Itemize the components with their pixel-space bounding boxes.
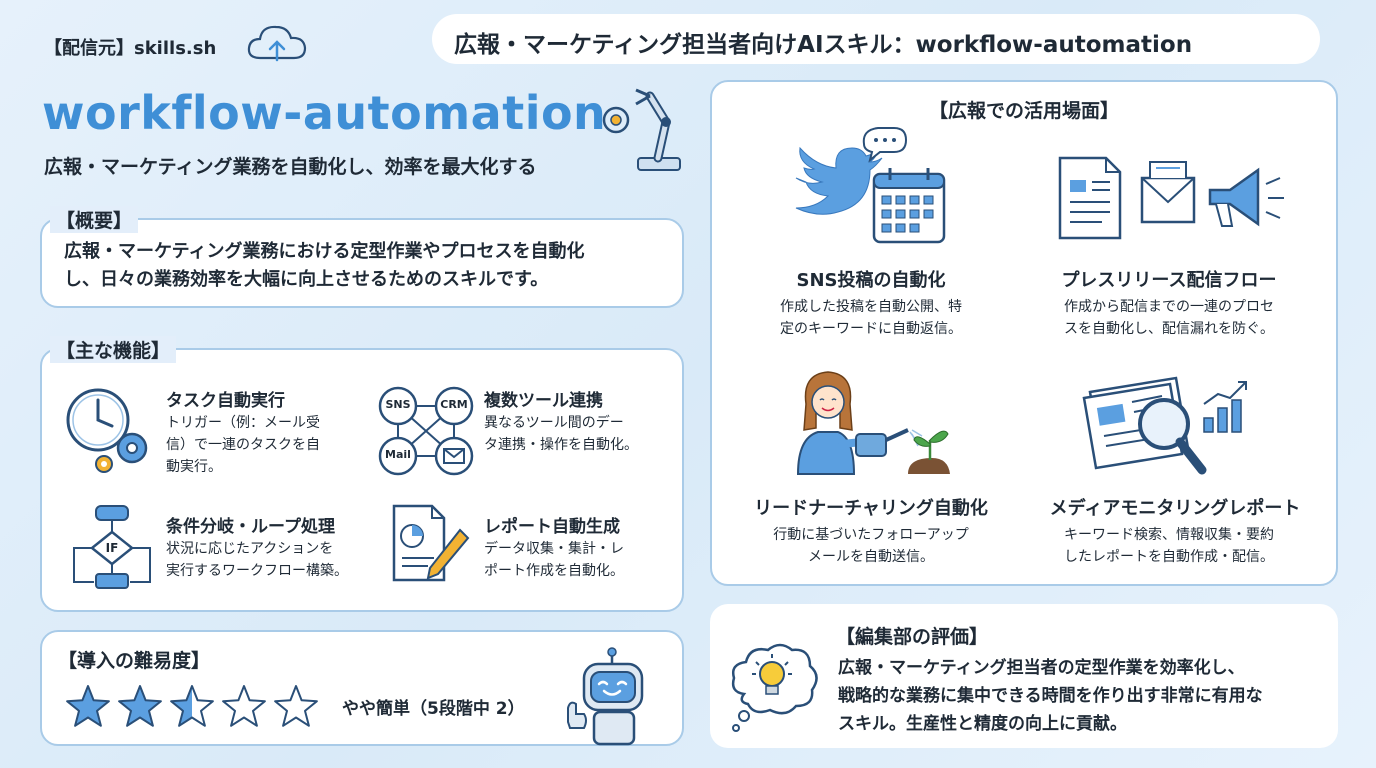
tool-network-icon — [378, 386, 474, 476]
rating-star — [66, 685, 110, 727]
tagline: 広報・マーケティング業務を自動化し、効率を最大化する — [44, 156, 537, 178]
use-case-desc-monitoring-1: キーワード検索、情報収集・要約 — [1064, 527, 1274, 543]
feature-title-branch: 条件分岐・ループ処理 — [166, 517, 335, 537]
feature-desc-branch-1: 状況に応じたアクションを — [166, 541, 334, 557]
difficulty-label: やや簡単（5段階中 2） — [342, 699, 525, 719]
rating-star — [118, 685, 162, 727]
feature-desc-report-2: ポート作成を自動化。 — [484, 563, 624, 579]
feature-desc-task-3: 動実行。 — [166, 459, 222, 475]
cloud-upload-icon — [247, 25, 307, 62]
feature-desc-tools-1: 異なるツール間のデー — [484, 415, 624, 431]
use-case-desc-sns-2: 定のキーワードに自動返信。 — [780, 321, 962, 337]
overview-line2: し、日々の業務効率を大幅に向上させるためのスキルです。 — [64, 269, 549, 290]
use-case-desc-sns-1: 作成した投稿を自動公開、特 — [780, 299, 962, 315]
overview-line1: 広報・マーケティング業務における定型作業やプロセスを自動化 — [64, 241, 585, 262]
tool-label-crm: CRM — [440, 398, 468, 411]
twitter-calendar-icon — [795, 127, 946, 244]
feature-title-report: レポート自動生成 — [484, 517, 620, 537]
use-case-desc-nurturing-1: 行動に基づいたフォローアップ — [773, 527, 969, 543]
difficulty-stars — [66, 685, 318, 727]
feature-title-tools: 複数ツール連携 — [484, 391, 603, 411]
newspaper-magnifier-chart-icon — [1082, 376, 1247, 475]
lightbulb-thought-icon — [731, 643, 818, 732]
review-line3: スキル。生産性と精度の向上に貢献。 — [838, 714, 1127, 734]
use-case-title-nurturing: リードナーチャリング自動化 — [754, 498, 988, 519]
person-watering-plant-icon — [796, 371, 950, 475]
report-pencil-icon — [392, 504, 470, 582]
flow-if-label: IF — [105, 541, 119, 555]
review-line2: 戦略的な業務に集中できる時間を作り出す非常に有用な — [838, 686, 1263, 706]
overview-header: 【概要】 — [50, 206, 139, 233]
flowchart-icon — [73, 505, 151, 589]
use-case-desc-press-1: 作成から配信までの一連のプロセ — [1064, 299, 1274, 315]
difficulty-header: 【導入の難易度】 — [58, 650, 211, 672]
use-case-title-monitoring: メディアモニタリングレポート — [1049, 498, 1301, 519]
feature-desc-task-1: トリガー（例：メール受 — [166, 415, 320, 431]
features-card — [40, 348, 684, 612]
feature-desc-tools-2: タ連携・操作を自動化。 — [484, 437, 638, 453]
clock-gear-icon — [66, 388, 148, 473]
feature-desc-branch-2: 実行するワークフロー構築。 — [166, 563, 348, 579]
banner — [432, 14, 1320, 64]
review-header: 【編集部の評価】 — [836, 626, 989, 648]
use-case-desc-monitoring-2: したレポートを自動作成・配信。 — [1064, 549, 1274, 565]
use-cases-header: 【広報での活用場面】 — [928, 100, 1119, 122]
tool-label-mail: Mail — [385, 448, 411, 461]
feature-title-task: タスク自動実行 — [166, 391, 285, 411]
tool-label-sns: SNS — [385, 398, 411, 411]
feature-desc-report-1: データ収集・集計・レ — [484, 541, 624, 557]
source-label: 【配信元】skills.sh — [44, 38, 217, 59]
banner-title: 広報・マーケティング担当者向けAIスキル：workflow-automation — [454, 32, 1193, 58]
feature-desc-task-2: 信）で一連のタスクを自 — [166, 437, 320, 453]
rating-star — [222, 685, 266, 727]
use-case-desc-press-2: スを自動化し、配信漏れを防ぐ。 — [1064, 321, 1274, 337]
use-case-title-sns: SNS投稿の自動化 — [796, 270, 946, 291]
overview-card — [40, 218, 684, 308]
rating-star — [274, 685, 318, 727]
use-case-desc-nurturing-2: メールを自動送信。 — [808, 549, 934, 565]
skill-name: workflow-automation — [42, 86, 607, 140]
use-case-title-press: プレスリリース配信フロー — [1061, 270, 1277, 291]
robot-arm-icon — [602, 88, 681, 171]
press-release-icon — [1058, 156, 1284, 240]
review-line1: 広報・マーケティング担当者の定型作業を効率化し、 — [838, 658, 1245, 678]
robot-thumbsup-icon — [567, 647, 644, 746]
features-header: 【主な機能】 — [50, 336, 177, 363]
rating-star — [170, 685, 214, 727]
